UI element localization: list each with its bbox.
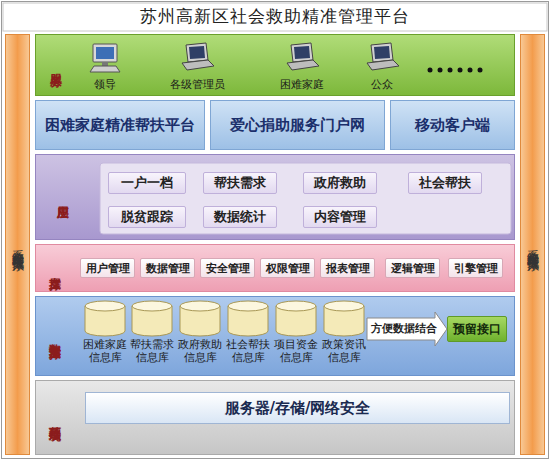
platform-box: 爱心捐助服务门户网 (210, 100, 385, 150)
layer-label: 服务层 (47, 64, 64, 67)
node-label: 预留接口 (453, 321, 501, 338)
icon-caption: 公众 (337, 77, 427, 92)
layer-label: 数据支撑层 (46, 334, 63, 339)
layer-band: 应用层 一户一档 帮扶需求 政府救助 社会帮扶脱贫跟踪 数据统计 内容管理 (35, 154, 515, 240)
cylinder-top (228, 301, 268, 311)
node-label: 项目资金 信息库 (269, 338, 323, 364)
database-cylinder: 政府救助 信息库 (177, 300, 223, 372)
platform-box: 困难家庭精准帮扶平台 (35, 100, 205, 150)
cylinder-shape (177, 300, 223, 338)
node-label: 困难家庭精准帮扶平台 (45, 116, 195, 135)
cylinder-shape (129, 300, 175, 338)
icon-caption: 各级管理员 (152, 77, 242, 92)
module-box: 一户一档 (108, 172, 186, 194)
database-cylinder: 政策资讯 信息库 (321, 300, 367, 372)
cylinder-top (324, 301, 364, 311)
service-box: 引擎管理 (448, 258, 503, 278)
icon-caption: 困难家庭 (257, 77, 347, 92)
service-box: 报表管理 (320, 258, 375, 278)
module-box: 内容管理 (303, 206, 377, 228)
module-box: 帮扶需求 (203, 172, 277, 194)
cylinder-top (85, 301, 125, 311)
module-box: 社会帮扶 (408, 172, 482, 194)
node-label: 帮扶需求 (214, 174, 266, 192)
layer-label: 基础环境层 (46, 415, 63, 420)
side-band: 系统安全标准与规范体系 (520, 34, 545, 455)
node-label: 用户管理 (86, 261, 130, 276)
database-cylinder: 项目资金 信息库 (273, 300, 319, 372)
database-cylinder: 困难家庭 信息库 (82, 300, 128, 372)
database-cylinder: 帮扶需求 信息库 (129, 300, 175, 372)
icon-caption: 领导 (60, 77, 150, 92)
node-label: 报表管理 (326, 261, 370, 276)
module-box: 数据统计 (203, 206, 277, 228)
node-label: 政府救助 (314, 174, 366, 192)
module-box: 脱贫跟踪 (108, 206, 186, 228)
cylinder-shape (225, 300, 271, 338)
node-label: 权限管理 (266, 261, 310, 276)
node-label: 引擎管理 (454, 261, 498, 276)
node-label: 政策资讯 信息库 (317, 338, 371, 364)
node-label: 内容管理 (314, 208, 366, 226)
service-box: 逻辑管理 (385, 258, 440, 278)
layer-label: 支撑层 (46, 267, 63, 270)
interface-box: 预留接口 (447, 316, 507, 342)
node-label: 脱贫跟踪 (121, 208, 173, 226)
platform-box: 移动客户端 (390, 100, 515, 150)
node-label: 安全管理 (206, 261, 250, 276)
layer-label: 应用层 (54, 196, 71, 199)
node-label: 社会帮扶 信息库 (221, 338, 275, 364)
node-label: 帮扶需求 信息库 (125, 338, 179, 364)
node-label: 爱心捐助服务门户网 (230, 116, 365, 135)
service-box: 安全管理 (200, 258, 255, 278)
module-box: 政府救助 (303, 172, 377, 194)
layer-band: 基础环境层 服务器/存储/网络安全 (35, 380, 515, 455)
layer-label: 系统安全标准与规范体系 (9, 239, 26, 250)
database-cylinder: 社会帮扶 信息库 (225, 300, 271, 372)
node-label: 逻辑管理 (391, 261, 435, 276)
layer-band: 支撑层 用户管理 数据管理 安全管理 权限管理 报表管理 逻辑管理 引擎管理 (35, 244, 515, 292)
node-label: 社会帮扶 (419, 174, 471, 192)
node-label: 困难家庭 信息库 (78, 338, 132, 364)
diagram-title: 苏州高新区社会救助精准管理平台 (0, 3, 550, 31)
node-label: 服务器/存储/网络安全 (225, 399, 371, 418)
side-band: 系统安全标准与规范体系 (5, 34, 30, 455)
arrow-label: 方便数据结合 (371, 322, 437, 336)
cylinder-shape (321, 300, 367, 338)
infrastructure-box: 服务器/存储/网络安全 (85, 392, 510, 424)
cylinder-top (180, 301, 220, 311)
service-box: 权限管理 (260, 258, 315, 278)
node-label: 数据统计 (214, 208, 266, 226)
layer-band: 数据支撑层困难家庭 信息库帮扶需求 信息库政府救助 信息库社会帮扶 信息库项目资… (35, 296, 515, 376)
service-box: 用户管理 (80, 258, 135, 278)
node-label: 一户一档 (121, 174, 173, 192)
cylinder-shape (82, 300, 128, 338)
service-box: 数据管理 (140, 258, 195, 278)
node-label: 移动客户端 (415, 116, 490, 135)
cylinder-top (132, 301, 172, 311)
layer-label: 系统安全标准与规范体系 (524, 239, 541, 250)
cylinder-top (276, 301, 316, 311)
node-label: 数据管理 (146, 261, 190, 276)
node-label: 政府救助 信息库 (173, 338, 227, 364)
cylinder-shape (273, 300, 319, 338)
